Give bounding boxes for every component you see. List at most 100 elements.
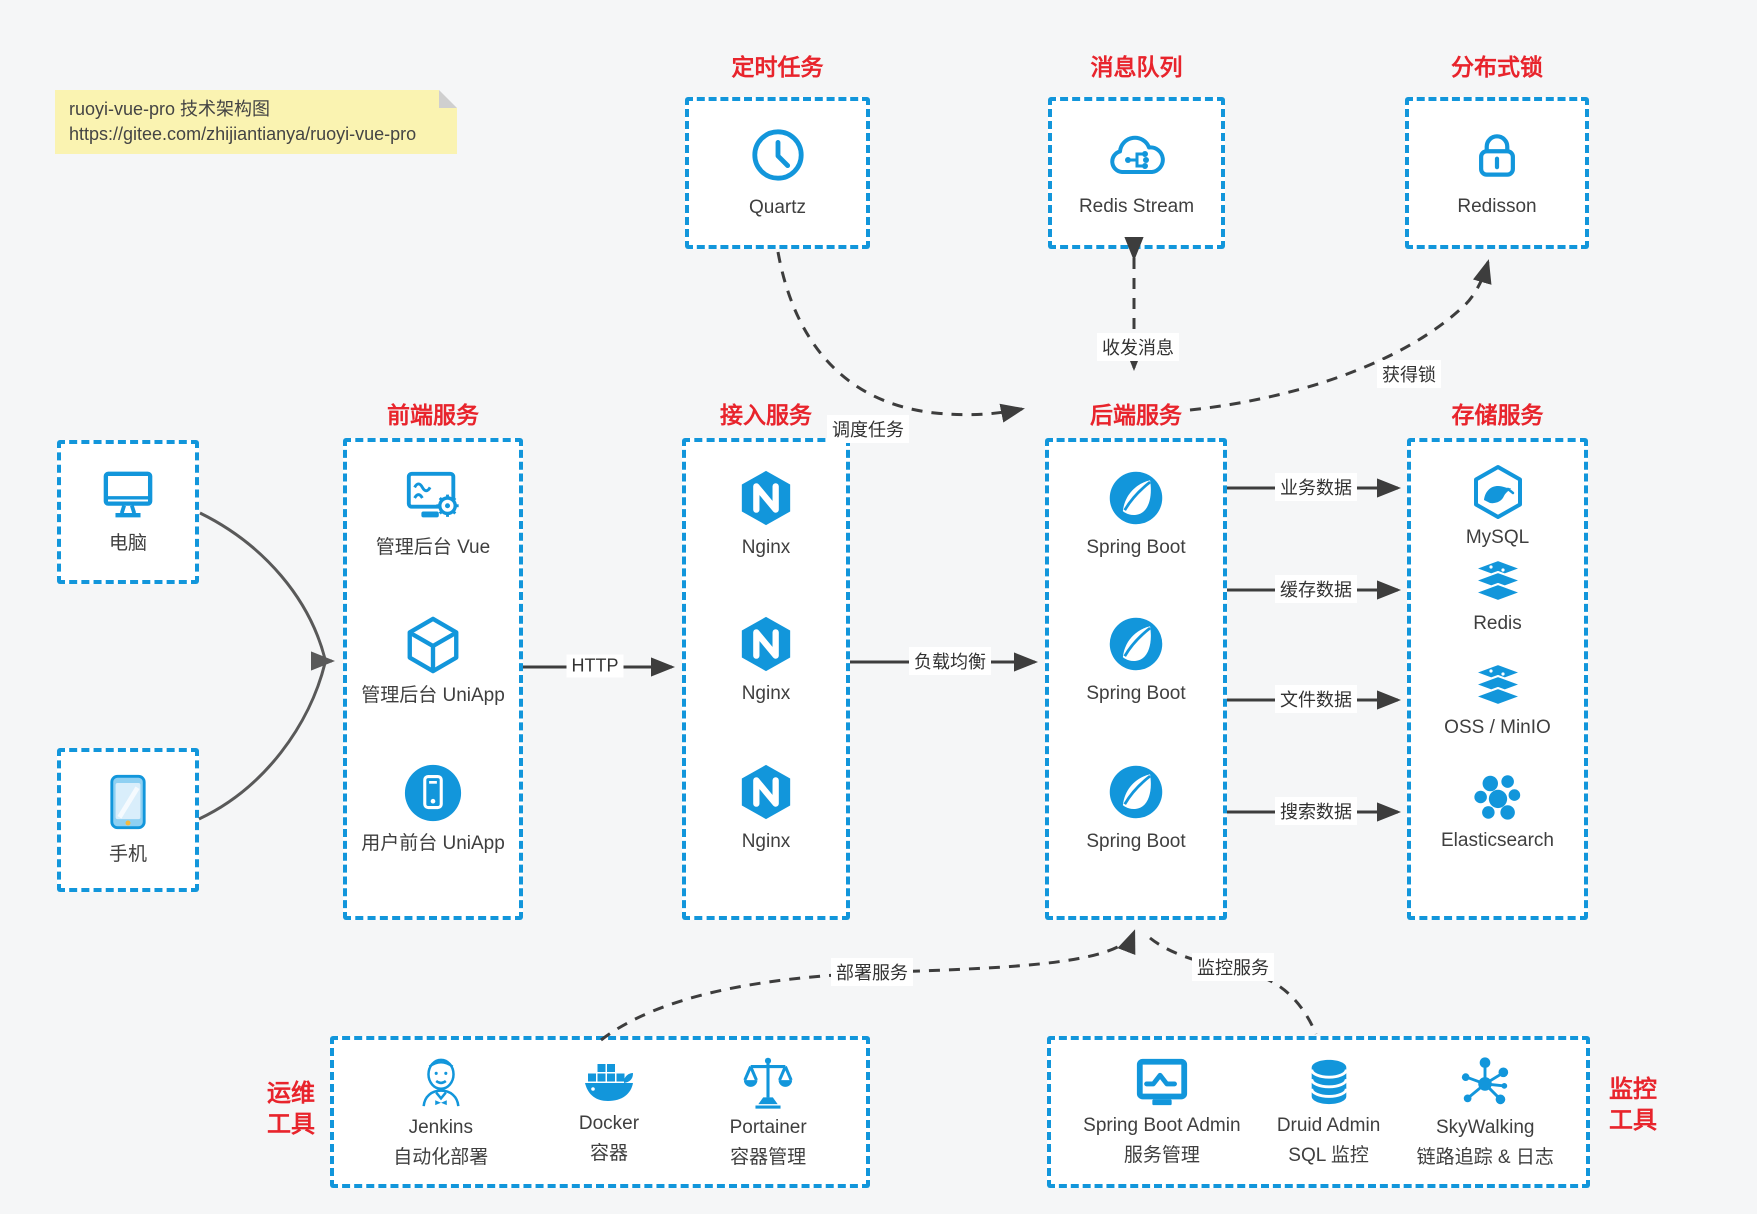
item-label: Spring Boot	[1086, 683, 1186, 704]
lock-box: Redisson	[1405, 97, 1589, 249]
smartphone-icon	[108, 773, 148, 831]
ops-item-docker: Docker 容器	[579, 1058, 639, 1166]
network-hub-icon	[1457, 1054, 1513, 1110]
desktop-icon	[99, 468, 157, 520]
item-label: Elasticsearch	[1441, 830, 1554, 851]
spring-icon	[1106, 762, 1166, 822]
cloud-stream-icon	[1105, 127, 1169, 183]
item-label: Redisson	[1457, 196, 1537, 217]
client-curves	[198, 511, 335, 821]
edge-label-load-balance: 负载均衡	[909, 647, 991, 675]
group-title-backend: 后端服务	[1090, 402, 1182, 428]
cube-icon	[402, 614, 464, 676]
edge-label-monitor-svc: 监控服务	[1192, 953, 1274, 981]
monitor-item-druid: Druid Admin SQL 监控	[1276, 1056, 1381, 1168]
group-title-lock: 分布式锁	[1451, 54, 1543, 80]
frontend-item-user-uniapp: 用户前台 UniApp	[347, 762, 519, 856]
nginx-icon	[737, 614, 795, 674]
item-label: Spring Boot Admin	[1083, 1115, 1241, 1136]
item-label: MySQL	[1465, 527, 1530, 548]
storage-item-elasticsearch: Elasticsearch	[1411, 770, 1584, 853]
storage-item-redis: Redis	[1411, 558, 1584, 636]
ops-title-line2: 工具	[267, 1111, 315, 1138]
monitor-title-line1: 监控	[1609, 1076, 1657, 1103]
edge-label-messaging: 收发消息	[1097, 333, 1179, 361]
admin-screen-gear-icon	[401, 468, 465, 528]
mysql-icon	[1470, 464, 1526, 520]
scheduler-box: Quartz	[685, 97, 870, 249]
spring-icon	[1106, 614, 1166, 674]
nginx-icon	[737, 468, 795, 528]
edge-label-business-data: 业务数据	[1275, 473, 1357, 501]
group-title-mq: 消息队列	[1090, 54, 1183, 80]
monitor-tools-title: 监控 工具	[1600, 1074, 1666, 1136]
item-label: OSS / MinIO	[1444, 717, 1551, 738]
sticky-note: ruoyi-vue-pro 技术架构图 https://gitee.com/zh…	[55, 90, 457, 154]
item-label: Spring Boot	[1086, 831, 1186, 852]
item-label: Redis	[1473, 613, 1522, 634]
item-label: Nginx	[741, 831, 791, 852]
backend-item-springboot-3: Spring Boot	[1049, 762, 1223, 854]
ops-box: Jenkins 自动化部署 Docker 容器	[330, 1036, 870, 1188]
jenkins-icon	[415, 1054, 467, 1110]
item-label: SkyWalking	[1435, 1117, 1535, 1138]
item-sublabel: 容器管理	[730, 1147, 807, 1168]
monitor-title-line2: 工具	[1609, 1107, 1657, 1134]
edge-label-search-data: 搜索数据	[1275, 797, 1357, 825]
monitor-pulse-icon	[1134, 1056, 1190, 1108]
item-label: 用户前台 UniApp	[361, 833, 505, 854]
group-title-frontend: 前端服务	[387, 402, 479, 428]
group-title-scheduler: 定时任务	[731, 54, 824, 80]
mobile-client-box: 手机	[57, 748, 199, 892]
item-label: Druid Admin	[1276, 1115, 1381, 1136]
pc-client-box: 电脑	[57, 440, 199, 584]
gateway-item-nginx-3: Nginx	[686, 762, 846, 854]
item-label: Nginx	[741, 537, 791, 558]
frontend-item-admin-vue: 管理后台 Vue	[347, 468, 519, 560]
item-label: Quartz	[748, 197, 807, 218]
database-icon	[1304, 1056, 1354, 1108]
ops-tools-title: 运维 工具	[244, 1078, 338, 1140]
item-label: Nginx	[741, 683, 791, 704]
frontend-item-admin-uniapp: 管理后台 UniApp	[347, 614, 519, 708]
item-sublabel: SQL 监控	[1288, 1145, 1369, 1166]
group-title-storage: 存储服务	[1451, 402, 1544, 428]
gateway-box: Nginx Nginx Nginx	[682, 438, 850, 920]
gateway-item-nginx-2: Nginx	[686, 614, 846, 706]
frontend-box: 管理后台 Vue 管理后台 UniApp 用户前台 UniApp	[343, 438, 523, 920]
mq-box: Redis Stream	[1048, 97, 1225, 249]
item-sublabel: 容器	[589, 1143, 628, 1164]
note-title: ruoyi-vue-pro 技术架构图	[69, 99, 271, 119]
edge-label-deploy: 部署服务	[831, 958, 913, 986]
item-label: Spring Boot	[1086, 537, 1186, 558]
monitor-item-sba: Spring Boot Admin 服务管理	[1083, 1056, 1241, 1168]
scales-icon	[741, 1054, 795, 1110]
storage-item-oss-minio: OSS / MinIO	[1411, 662, 1584, 740]
item-label: 管理后台 UniApp	[361, 685, 505, 706]
app-circle-icon	[402, 762, 464, 824]
stack-icon	[1470, 558, 1526, 606]
docker-icon	[580, 1058, 638, 1106]
item-label: 管理后台 Vue	[375, 537, 491, 558]
item-label: Redis Stream	[1078, 196, 1195, 217]
group-title-gateway: 接入服务	[720, 402, 812, 428]
ops-item-jenkins: Jenkins 自动化部署	[393, 1054, 488, 1170]
clock-icon	[749, 126, 807, 184]
item-label: Jenkins	[408, 1117, 473, 1138]
nginx-icon	[737, 762, 795, 822]
stack-icon	[1470, 662, 1526, 710]
ops-item-portainer: Portainer 容器管理	[730, 1054, 807, 1170]
gateway-item-nginx-1: Nginx	[686, 468, 846, 560]
storage-box: MySQL Redis OSS / MinIO Elasticsearch	[1407, 438, 1588, 920]
backend-box: Spring Boot Spring Boot Spring Boot	[1045, 438, 1227, 920]
edge-label-acquire-lock: 获得锁	[1377, 360, 1441, 388]
edge-label-http: HTTP	[566, 654, 624, 678]
monitor-box: Spring Boot Admin 服务管理 Druid Admin SQL 监…	[1047, 1036, 1590, 1188]
storage-item-mysql: MySQL	[1411, 464, 1584, 550]
edge-label-cache-data: 缓存数据	[1275, 575, 1357, 603]
note-url: https://gitee.com/zhijiantianya/ruoyi-vu…	[69, 124, 417, 144]
monitor-item-skywalking: SkyWalking 链路追踪 & 日志	[1417, 1054, 1554, 1170]
item-label: 手机	[108, 844, 147, 865]
item-sublabel: 自动化部署	[393, 1147, 489, 1168]
